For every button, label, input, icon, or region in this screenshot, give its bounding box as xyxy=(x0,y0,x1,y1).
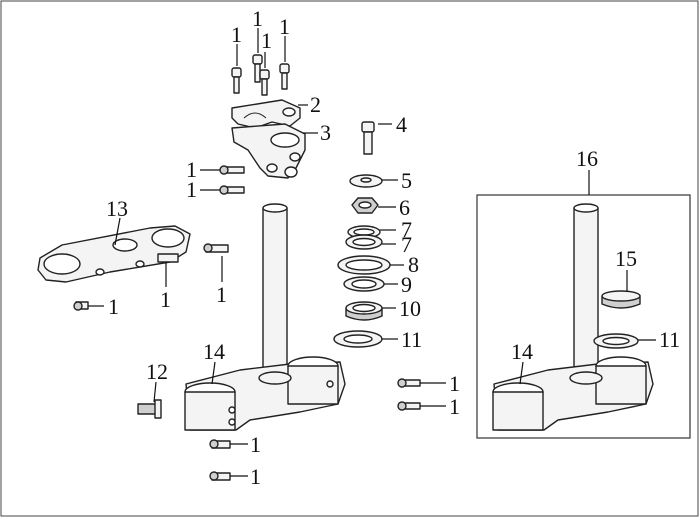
ring-7-lower xyxy=(345,234,383,250)
callout-1: 1 xyxy=(108,294,119,319)
washer-5 xyxy=(349,174,383,188)
callout-13: 13 xyxy=(106,196,128,221)
bearing-9 xyxy=(343,276,385,292)
callout-1: 1 xyxy=(250,432,261,457)
handlebar-clamp-upper xyxy=(231,99,301,129)
bolt-clamp-2 xyxy=(219,185,245,195)
bolt-top-3 xyxy=(259,69,270,96)
bolt-bottom-2 xyxy=(209,471,231,481)
callout-1: 1 xyxy=(160,287,171,312)
callout-4: 4 xyxy=(396,112,407,137)
bolt-12 xyxy=(137,399,162,419)
leader-lines xyxy=(88,28,656,477)
callout-14: 14 xyxy=(203,339,225,364)
bolt-top-4 xyxy=(279,63,290,90)
callout-7: 7 xyxy=(401,217,412,242)
callout-1: 1 xyxy=(250,464,261,489)
callout-1: 1 xyxy=(261,28,272,53)
callout-1: 1 xyxy=(449,394,460,419)
bolt-right-2 xyxy=(397,401,421,411)
callout-2: 2 xyxy=(310,92,321,117)
callout-6: 6 xyxy=(399,195,410,220)
handlebar-clamp-lower xyxy=(231,123,306,179)
callout-1: 1 xyxy=(231,22,242,47)
callout-7: 7 xyxy=(401,232,412,257)
callout-16: 16 xyxy=(576,146,598,171)
callout-1: 1 xyxy=(279,14,290,39)
kit-bearing-15 xyxy=(601,290,641,309)
callout-11: 11 xyxy=(659,327,680,352)
kit-seal-11 xyxy=(593,333,639,349)
bolt-13-small xyxy=(73,301,89,311)
seal-8 xyxy=(337,255,391,275)
steering-stem-lower-clamp xyxy=(184,203,346,431)
bolt-bottom-1 xyxy=(209,439,231,449)
bolt-4 xyxy=(361,121,375,155)
callout-3: 3 xyxy=(320,120,331,145)
callout-10: 10 xyxy=(399,296,421,321)
nut-6 xyxy=(351,197,379,214)
callout-15: 15 xyxy=(615,246,637,271)
callout-9: 9 xyxy=(401,272,412,297)
callout-labels: 1 1 1 1 2 3 4 1 1 5 6 7 7 8 9 10 11 13 1… xyxy=(106,6,680,489)
bolt-13-vertical xyxy=(203,243,229,253)
seal-11 xyxy=(333,330,383,348)
callout-12: 12 xyxy=(146,359,168,384)
callout-1: 1 xyxy=(252,6,263,31)
kit-steering-stem xyxy=(492,203,654,431)
callout-1: 1 xyxy=(449,371,460,396)
bolt-clamp-1 xyxy=(219,165,245,175)
bolt-right-1 xyxy=(397,378,421,388)
bolt-top-1 xyxy=(231,67,242,94)
top-triple-clamp xyxy=(37,225,191,283)
callout-5: 5 xyxy=(401,168,412,193)
callout-14: 14 xyxy=(511,339,533,364)
bearing-10 xyxy=(345,301,383,321)
callout-1: 1 xyxy=(216,282,227,307)
kit-box-16 xyxy=(476,194,691,439)
callout-11: 11 xyxy=(401,327,422,352)
callout-1: 1 xyxy=(186,157,197,182)
callout-1: 1 xyxy=(186,177,197,202)
callout-8: 8 xyxy=(408,252,419,277)
